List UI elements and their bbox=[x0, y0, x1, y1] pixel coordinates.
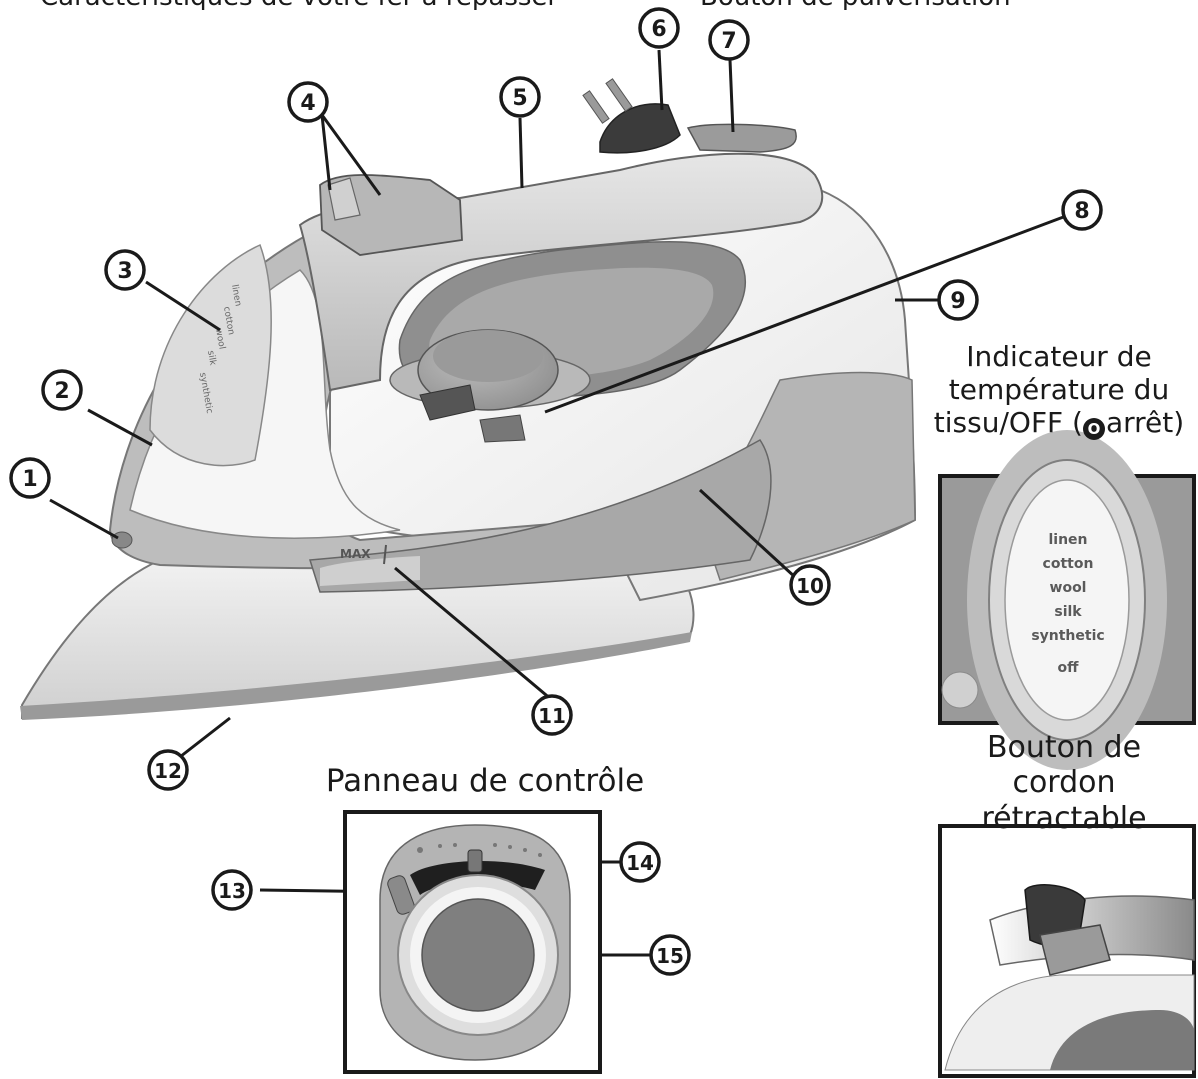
top-caption-right: Bouton de pulvérisation bbox=[700, 0, 1011, 10]
temperature-indicator-caption: Indicateur de température du tissu/OFF (… bbox=[920, 340, 1198, 441]
dial-label-cotton: cotton bbox=[1043, 556, 1094, 572]
dial-label-linen: linen bbox=[1048, 532, 1087, 548]
callout-number: 6 bbox=[651, 17, 666, 42]
leader-7 bbox=[728, 59, 735, 133]
leader-6 bbox=[657, 49, 664, 111]
callout-number: 7 bbox=[721, 29, 736, 54]
leader-1 bbox=[49, 498, 119, 540]
top-caption-left: Caractéristiques de votre fer à repasser bbox=[40, 0, 558, 10]
soleplate-edge bbox=[20, 632, 692, 720]
side-setting-linen: linen bbox=[229, 284, 243, 307]
control-panel-inset bbox=[343, 810, 602, 1074]
callout-11: 11 bbox=[531, 694, 573, 736]
callout-6: 6 bbox=[638, 7, 680, 49]
side-setting-silk: silk bbox=[205, 350, 218, 367]
temperature-dial-labels: linen cotton wool silk synthetic off bbox=[1031, 532, 1104, 676]
temperature-caption-line2: température du bbox=[948, 373, 1170, 407]
temperature-caption-line1: Indicateur de bbox=[966, 340, 1152, 373]
cord-caption-line1: Bouton de bbox=[986, 730, 1142, 765]
callout-14: 14 bbox=[619, 841, 661, 883]
callout-7: 7 bbox=[708, 19, 750, 61]
leader-8 bbox=[544, 208, 1083, 414]
callout-number: 2 bbox=[54, 379, 69, 404]
cord-button-inset bbox=[938, 824, 1196, 1078]
cord-release-button bbox=[686, 123, 797, 153]
leader-3 bbox=[145, 280, 221, 332]
callout-number: 15 bbox=[656, 944, 684, 968]
leader-4a bbox=[320, 114, 332, 191]
callout-number: 13 bbox=[218, 879, 246, 903]
leader-10 bbox=[698, 488, 798, 580]
callout-4: 4 bbox=[287, 81, 329, 123]
callout-number: 11 bbox=[538, 704, 566, 728]
callout-2: 2 bbox=[41, 369, 83, 411]
leader-12 bbox=[175, 716, 231, 762]
callout-number: 8 bbox=[1074, 199, 1089, 224]
retractable-cord-caption: Bouton de cordon rétractable bbox=[930, 730, 1198, 836]
power-plug bbox=[582, 78, 681, 154]
callout-number: 4 bbox=[300, 91, 315, 116]
water-fill-cover bbox=[111, 531, 133, 549]
dial-label-wool: wool bbox=[1050, 580, 1087, 596]
leader-4b bbox=[320, 114, 382, 196]
callout-5: 5 bbox=[499, 76, 541, 118]
callout-12: 12 bbox=[147, 749, 189, 791]
callout-1: 1 bbox=[9, 457, 51, 499]
off-symbol-icon: O bbox=[1082, 418, 1105, 441]
callout-number: 5 bbox=[512, 86, 527, 111]
callout-13: 13 bbox=[211, 869, 253, 911]
callout-9: 9 bbox=[937, 279, 979, 321]
dial-label-synthetic: synthetic bbox=[1031, 628, 1104, 644]
callout-number: 14 bbox=[626, 851, 654, 875]
side-setting-wool: wool bbox=[213, 328, 226, 350]
cord-caption-line2: cordon rétractable bbox=[981, 765, 1147, 836]
callout-number: 3 bbox=[117, 259, 132, 284]
max-fill-label: MAX bbox=[340, 547, 371, 561]
callout-number: 9 bbox=[950, 289, 965, 314]
side-setting-cotton: cotton bbox=[221, 306, 236, 336]
leader-11 bbox=[394, 566, 553, 702]
callout-8: 8 bbox=[1061, 189, 1103, 231]
front-dial-panel bbox=[149, 243, 272, 467]
callout-15: 15 bbox=[649, 934, 691, 976]
callout-10: 10 bbox=[789, 564, 831, 606]
dial-label-off: off bbox=[1058, 660, 1080, 676]
temperature-inset: linen cotton wool silk synthetic off bbox=[938, 430, 1196, 770]
callout-number: 12 bbox=[154, 759, 182, 783]
dial-label-silk: silk bbox=[1054, 604, 1082, 620]
callout-number: 10 bbox=[796, 574, 824, 598]
leader-2 bbox=[87, 408, 153, 447]
steam-control bbox=[389, 329, 591, 443]
control-panel-caption: Panneau de contrôle bbox=[325, 763, 645, 799]
water-tank bbox=[309, 439, 772, 593]
callout-number: 1 bbox=[22, 467, 37, 492]
leader-5 bbox=[518, 117, 524, 189]
callout-3: 3 bbox=[104, 249, 146, 291]
spray-buttons bbox=[319, 174, 463, 256]
